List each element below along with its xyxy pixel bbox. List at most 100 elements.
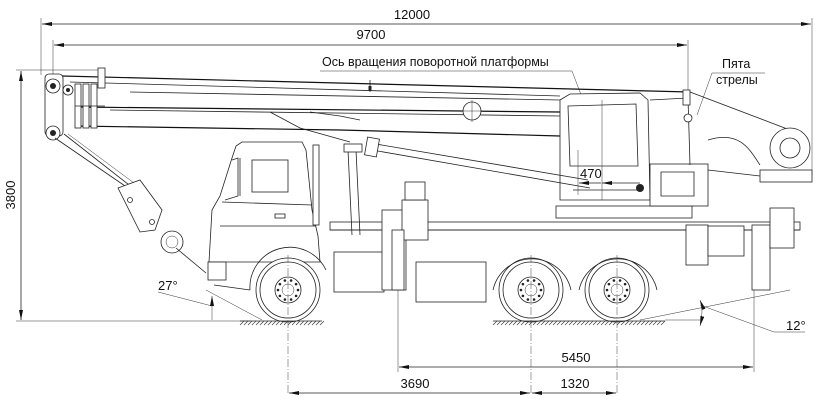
wheel-bolt <box>612 298 616 301</box>
ground-hatch <box>311 320 317 326</box>
ground-hatch <box>259 320 265 326</box>
ground-hatch <box>540 320 546 326</box>
wheel-bolt <box>278 294 282 298</box>
ground-hatch <box>576 320 582 326</box>
ground-hatch <box>303 320 309 326</box>
ground-hatch <box>620 320 626 326</box>
ground-hatch <box>584 320 590 326</box>
ground-hatch <box>247 320 253 326</box>
wheel-bolt <box>289 298 293 301</box>
ground-hatch <box>596 320 602 326</box>
dim-boom-length: 9700 <box>52 27 689 92</box>
wheel-bolt <box>294 282 298 286</box>
ground-hatch <box>592 320 598 326</box>
ground-hatch <box>648 320 654 326</box>
ground-hatch <box>600 320 606 326</box>
wheel-bolt <box>283 279 287 282</box>
ground-hatch <box>644 320 650 326</box>
wheel-bolt <box>607 294 611 298</box>
wheel-bolt <box>612 279 616 282</box>
dim-12000-label: 12000 <box>394 7 430 22</box>
ground-hatch <box>508 320 514 326</box>
ground-hatch <box>520 320 526 326</box>
ground-hatch <box>580 320 586 326</box>
ground-hatch <box>500 320 506 326</box>
ground-hatch <box>267 320 273 326</box>
ground-hatch <box>239 320 245 326</box>
dim-9700-label: 9700 <box>357 27 386 42</box>
wheel-bolt <box>532 279 536 282</box>
dim-5450-label: 5450 <box>562 350 591 365</box>
ground-hatch <box>656 320 662 326</box>
wheel-bolt <box>294 294 298 298</box>
wheel-bolt <box>625 288 629 292</box>
wheel-bolt <box>276 288 280 292</box>
ground-hatch <box>608 320 614 326</box>
boom-heel-callout: Пята стрелы <box>696 57 765 116</box>
dim-3800-label: 3800 <box>3 181 18 210</box>
ground-hatch <box>536 320 542 326</box>
wheel-bolt <box>289 279 293 282</box>
wheel-bolt <box>618 298 622 301</box>
ground-hatch <box>275 320 281 326</box>
ground-hatch <box>307 320 313 326</box>
ground-hatch <box>652 320 658 326</box>
wheel-bolt <box>283 298 287 301</box>
dim-1320-label: 1320 <box>561 376 590 391</box>
ground-hatch <box>588 320 594 326</box>
ground-hatch <box>263 320 269 326</box>
dim-cab-offset: 470 <box>577 100 640 200</box>
ground-hatch <box>295 320 301 326</box>
wheel-bolt <box>623 294 627 298</box>
ground-hatch <box>532 320 538 326</box>
ground-hatch <box>624 320 630 326</box>
ground-hatch <box>251 320 257 326</box>
ground-hatch <box>548 320 554 326</box>
wheel-bolt <box>521 282 525 286</box>
wheel-bolt <box>537 282 541 286</box>
slewing-axis-label: Ось вращения поворотной платформы <box>322 55 549 69</box>
approach-angle: 27° <box>157 278 263 321</box>
ground-hatch <box>572 320 578 326</box>
ground-hatch <box>632 320 638 326</box>
dim-3690-label: 3690 <box>401 376 430 391</box>
ground-line <box>239 319 700 326</box>
telescopic-boom <box>44 67 691 143</box>
rear-outrigger <box>751 224 771 291</box>
hook-icon <box>160 230 184 254</box>
dim-overall-length: 12000 <box>40 7 813 175</box>
ground-hatch <box>604 320 610 326</box>
dim-470-label: 470 <box>580 166 602 181</box>
angle-27-label: 27° <box>158 278 178 293</box>
wheel-bolt <box>532 298 536 301</box>
ground-hatch <box>560 320 566 326</box>
front-outrigger <box>391 229 405 291</box>
ground-hatch <box>556 320 562 326</box>
angle-12-label: 12° <box>786 318 806 333</box>
ground-hatch <box>544 320 550 326</box>
ground-hatch <box>552 320 558 326</box>
ground-hatch <box>291 320 297 326</box>
boom-heel-label-2: стрелы <box>716 73 758 87</box>
wheel-bolt <box>618 279 622 282</box>
ground-hatch <box>319 320 325 326</box>
wheel-bolt <box>296 288 300 292</box>
ground-hatch <box>636 320 642 326</box>
dim-wheelbase: 3690 1320 <box>289 376 616 395</box>
ground-hatch <box>524 320 530 326</box>
lift-cylinder <box>364 136 591 189</box>
ground-hatch <box>568 320 574 326</box>
departure-angle: 12° <box>639 289 806 333</box>
ground-hatch <box>612 320 618 326</box>
ground-hatch <box>271 320 277 326</box>
ground-hatch <box>528 320 534 326</box>
ground-hatch <box>279 320 285 326</box>
wheel-bolt <box>607 282 611 286</box>
dim-axle-to-rear: 5450 <box>397 290 755 372</box>
ground-hatch <box>512 320 518 326</box>
ground-hatch <box>255 320 261 326</box>
ground-hatch <box>504 320 510 326</box>
ground-hatch <box>660 320 666 326</box>
truck-cab <box>207 141 321 291</box>
